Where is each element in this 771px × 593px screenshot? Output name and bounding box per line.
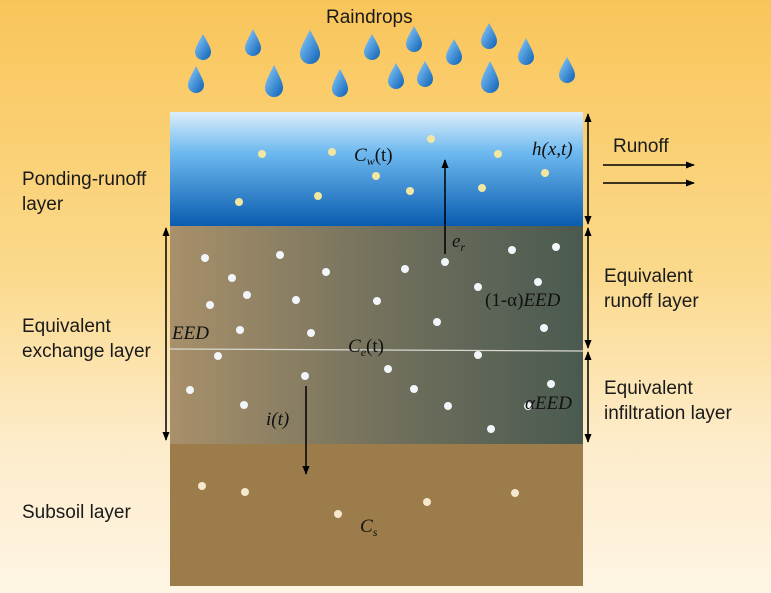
raindrops xyxy=(188,23,575,97)
cs-symbol: Cs xyxy=(360,516,378,539)
raindrops-label: Raindrops xyxy=(326,7,413,28)
exchange-layer-label-line1: Equivalent xyxy=(22,316,111,337)
runoff-label: Runoff xyxy=(613,136,669,157)
arrows xyxy=(162,113,695,475)
exchange-particles xyxy=(186,243,560,433)
runoff-layer-label-line1: Equivalent xyxy=(604,266,693,287)
water-particles xyxy=(235,135,549,206)
infiltration-layer-label-line2: infiltration layer xyxy=(604,403,732,424)
exchange-layer-divider xyxy=(169,348,584,352)
ce-symbol: Ce(t) xyxy=(348,336,384,359)
h-symbol: h(x,t) xyxy=(532,139,573,160)
cw-symbol: Cw(t) xyxy=(354,145,393,168)
infiltration-layer-label-line1: Equivalent xyxy=(604,378,693,399)
er-symbol: er xyxy=(452,231,466,254)
exchange-layer-label-line2: exchange layer xyxy=(22,341,151,362)
subsoil-particles xyxy=(198,482,519,518)
ponding-runoff-label-line2: layer xyxy=(22,194,64,215)
subsoil-layer-label: Subsoil layer xyxy=(22,502,131,523)
equivalent-exchange-layer xyxy=(170,226,583,444)
alpha-eed-symbol: αEED xyxy=(525,393,572,414)
ponding-runoff-layer xyxy=(170,112,583,226)
eed-symbol: EED xyxy=(172,323,209,344)
it-symbol: i(t) xyxy=(266,409,290,430)
one-minus-alpha-eed-symbol: (1-α)EED xyxy=(485,290,561,311)
subsoil-layer xyxy=(170,444,583,586)
ponding-runoff-label-line1: Ponding-runoff xyxy=(22,169,147,190)
runoff-layer-label-line2: runoff layer xyxy=(604,291,699,312)
